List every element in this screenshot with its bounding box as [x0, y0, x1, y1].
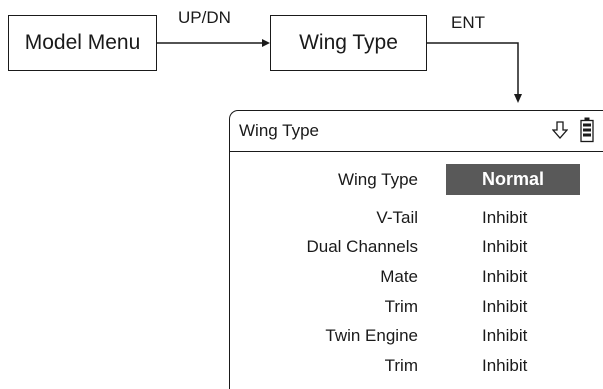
row-label: Wing Type	[337, 170, 418, 189]
down-arrow-icon	[551, 120, 569, 145]
row-label: Mate	[380, 267, 418, 286]
screen-title: Wing Type	[239, 121, 320, 140]
selected-value[interactable]: Normal	[446, 164, 580, 195]
model-menu-box: Model Menu	[8, 15, 157, 71]
row-value: Inhibit	[482, 326, 528, 345]
wing-type-box: Wing Type	[270, 15, 427, 71]
menu-row-trim-2[interactable]: Trim Inhibit	[230, 353, 603, 379]
row-value: Inhibit	[482, 356, 528, 375]
row-label: V-Tail	[376, 208, 418, 227]
menu-row-trim[interactable]: Trim Inhibit	[230, 294, 603, 320]
menu-row-twin-engine[interactable]: Twin Engine Inhibit	[230, 323, 603, 349]
battery-icon	[580, 117, 594, 148]
ent-label: ENT	[451, 13, 485, 32]
screen-header: Wing Type	[230, 111, 603, 152]
row-label: Dual Channels	[306, 237, 418, 256]
menu-row-mate[interactable]: Mate Inhibit	[230, 264, 603, 290]
row-label: Trim	[384, 356, 418, 375]
row-value: Inhibit	[482, 237, 528, 256]
up-dn-label: UP/DN	[178, 8, 231, 27]
lcd-screen: Wing Type Wing Type Normal V-Tail Inhibi…	[229, 110, 603, 389]
row-value: Inhibit	[482, 208, 528, 227]
menu-row-dual-channels[interactable]: Dual Channels Inhibit	[230, 234, 603, 260]
row-label: Trim	[384, 297, 418, 316]
row-value: Inhibit	[482, 297, 528, 316]
model-menu-label: Model Menu	[24, 31, 141, 54]
row-label: Twin Engine	[325, 326, 418, 345]
wing-type-box-label: Wing Type	[299, 31, 398, 54]
row-value: Inhibit	[482, 267, 528, 286]
menu-row-wing-type[interactable]: Wing Type Normal	[230, 164, 603, 195]
menu-row-v-tail[interactable]: V-Tail Inhibit	[230, 205, 603, 231]
